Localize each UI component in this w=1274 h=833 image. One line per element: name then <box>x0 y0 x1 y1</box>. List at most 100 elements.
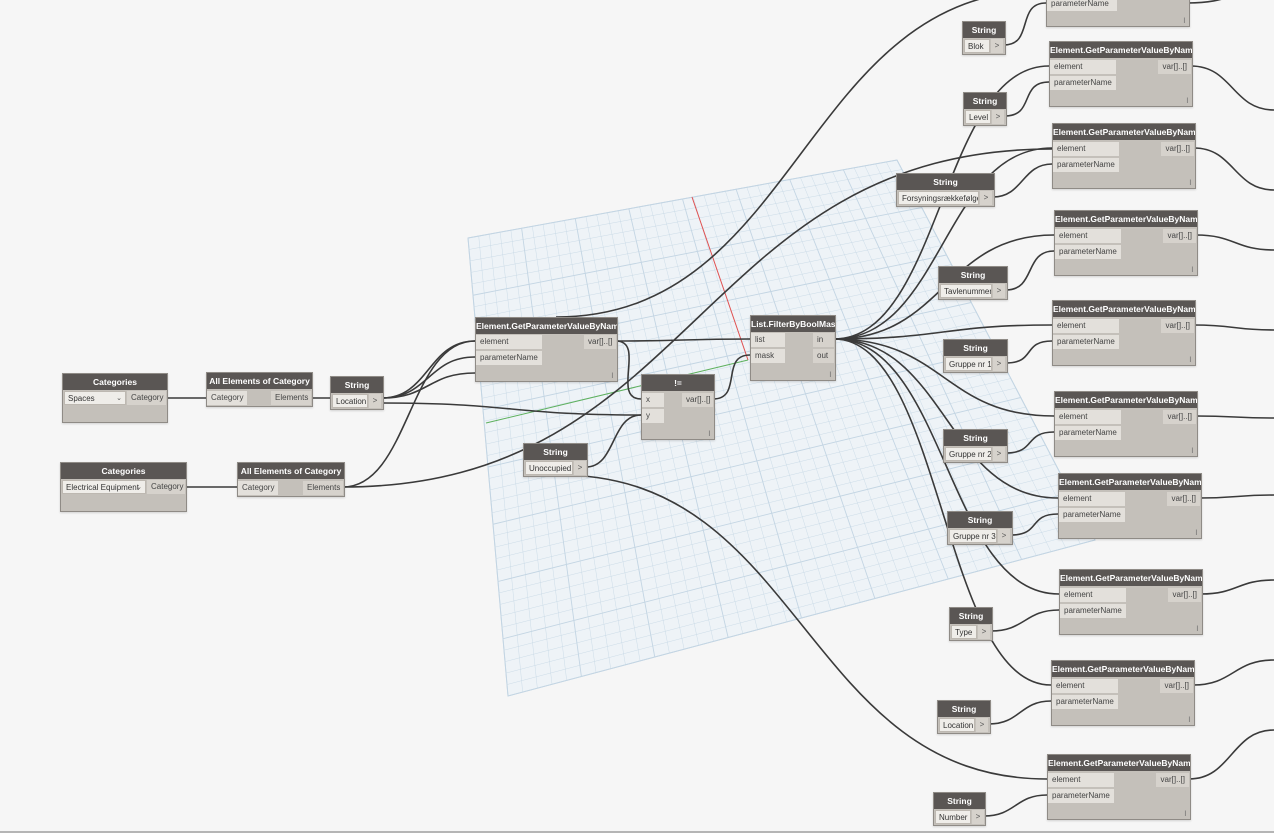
output-port-chevron[interactable]: > <box>993 447 1005 461</box>
string-node-location-right[interactable]: String Location > <box>937 700 991 734</box>
input-port-element[interactable]: element <box>1060 588 1126 602</box>
string-input[interactable]: Level <box>965 110 991 124</box>
string-node-location-left[interactable]: String Location > <box>330 376 384 410</box>
output-port-chevron[interactable]: > <box>992 110 1004 124</box>
output-port-chevron[interactable]: > <box>993 357 1005 371</box>
output-port-var[interactable]: var[]..[] <box>1161 319 1194 333</box>
get-parameter-node-main[interactable]: Element.GetParameterValueByName element … <box>475 317 618 382</box>
get-parameter-node-8[interactable]: Element.GetParameterValueByName element … <box>1051 660 1195 726</box>
not-equal-node[interactable]: != x y var[]..[] l <box>641 374 715 440</box>
wire <box>1193 324 1274 331</box>
string-node-gruppe-nr-3[interactable]: String Gruppe nr 3 > <box>947 511 1013 545</box>
output-port-category[interactable]: Category <box>127 391 166 405</box>
input-port-parametername[interactable]: parameterName <box>1052 695 1118 709</box>
output-port-var[interactable]: var[]..[] <box>1160 679 1193 693</box>
string-node-level[interactable]: String Level > <box>963 92 1007 126</box>
string-input[interactable]: Blok <box>964 39 990 53</box>
input-port-element[interactable]: element <box>1050 60 1116 74</box>
get-parameter-node-0[interactable]: parameterName l <box>1046 0 1190 27</box>
output-port-elements[interactable]: Elements <box>271 391 311 405</box>
string-input[interactable]: Gruppe nr 3 <box>949 529 997 543</box>
get-parameter-node-5[interactable]: Element.GetParameterValueByName element … <box>1054 391 1198 457</box>
string-node-gruppe-nr-2[interactable]: String Gruppe nr 2 > <box>943 429 1008 463</box>
all-elements-node-electrical[interactable]: All Elements of Category Category Elemen… <box>237 462 345 497</box>
input-port-list[interactable]: list <box>751 333 785 347</box>
input-port-parametername[interactable]: parameterName <box>1053 335 1119 349</box>
input-port-parametername[interactable]: parameterName <box>1047 0 1117 11</box>
output-port-var[interactable]: var[]..[] <box>1167 492 1200 506</box>
get-parameter-node-1[interactable]: Element.GetParameterValueByName element … <box>1049 41 1193 107</box>
input-port-parametername[interactable]: parameterName <box>1053 158 1119 172</box>
get-parameter-node-4[interactable]: Element.GetParameterValueByName element … <box>1052 300 1196 366</box>
filter-by-bool-mask-node[interactable]: List.FilterByBoolMask list mask in out l <box>750 315 836 381</box>
input-port-parametername[interactable]: parameterName <box>1059 508 1125 522</box>
string-input[interactable]: Gruppe nr 2 <box>945 447 992 461</box>
input-port-element[interactable]: element <box>1052 679 1118 693</box>
output-port-out[interactable]: out <box>813 349 834 363</box>
get-parameter-node-2[interactable]: Element.GetParameterValueByName element … <box>1052 123 1196 189</box>
get-parameter-node-9[interactable]: Element.GetParameterValueByName element … <box>1047 754 1191 820</box>
string-node-gruppe-nr-1[interactable]: String Gruppe nr 1 > <box>943 339 1008 373</box>
output-port-chevron[interactable]: > <box>991 39 1003 53</box>
input-port-parametername[interactable]: parameterName <box>476 351 542 365</box>
output-port-chevron[interactable]: > <box>978 625 990 639</box>
string-node-type[interactable]: String Type > <box>949 607 993 641</box>
input-port-x[interactable]: x <box>642 393 664 407</box>
input-port-category[interactable]: Category <box>207 391 247 405</box>
output-port-var[interactable]: var[]..[] <box>1161 142 1194 156</box>
input-port-category[interactable]: Category <box>238 481 278 495</box>
output-port-elements[interactable]: Elements <box>303 481 343 495</box>
output-port-var[interactable]: var[]..[] <box>1156 773 1189 787</box>
categories-node-electrical[interactable]: Categories Electrical Equipment ⌄ Catego… <box>60 462 187 512</box>
string-node-blok[interactable]: String Blok > <box>962 21 1006 55</box>
output-port-chevron[interactable]: > <box>369 394 381 408</box>
string-node-tavlenummer[interactable]: String Tavlenummer > <box>938 266 1008 300</box>
string-node-unoccupied[interactable]: String Unoccupied > <box>523 443 588 477</box>
output-port-var[interactable]: var[]..[] <box>584 335 616 349</box>
output-port-chevron[interactable]: > <box>980 191 992 205</box>
input-port-element[interactable]: element <box>1053 319 1119 333</box>
categories-node-spaces[interactable]: Categories Spaces ⌄ Category <box>62 373 168 423</box>
input-port-element[interactable]: element <box>1053 142 1119 156</box>
output-port-chevron[interactable]: > <box>998 529 1010 543</box>
string-input[interactable]: Location <box>939 718 975 732</box>
all-elements-node-spaces[interactable]: All Elements of Category Category Elemen… <box>206 372 313 407</box>
input-port-parametername[interactable]: parameterName <box>1048 789 1114 803</box>
output-port-var[interactable]: var[]..[] <box>1158 60 1191 74</box>
output-port-var[interactable]: var[]..[] <box>1163 410 1196 424</box>
input-port-parametername[interactable]: parameterName <box>1050 76 1116 90</box>
input-port-mask[interactable]: mask <box>751 349 785 363</box>
output-port-var[interactable]: var[]..[] <box>1168 588 1201 602</box>
input-port-element[interactable]: element <box>1048 773 1114 787</box>
output-port-chevron[interactable]: > <box>972 810 984 824</box>
input-port-parametername[interactable]: parameterName <box>1060 604 1126 618</box>
string-input[interactable]: Forsyningsrækkefølge <box>898 191 979 205</box>
input-port-element[interactable]: element <box>476 335 542 349</box>
output-port-in[interactable]: in <box>813 333 834 347</box>
string-input[interactable]: Type <box>951 625 977 639</box>
string-input[interactable]: Tavlenummer <box>940 284 992 298</box>
input-port-parametername[interactable]: parameterName <box>1055 245 1121 259</box>
string-input[interactable]: Unoccupied <box>525 461 573 475</box>
string-node-forsyningsraekkefolge[interactable]: String Forsyningsrækkefølge > <box>896 173 995 207</box>
get-parameter-node-3[interactable]: Element.GetParameterValueByName element … <box>1054 210 1198 276</box>
output-port-chevron[interactable]: > <box>574 461 586 475</box>
get-parameter-node-7[interactable]: Element.GetParameterValueByName element … <box>1059 569 1203 635</box>
string-node-number[interactable]: String Number > <box>933 792 986 826</box>
output-port-var[interactable]: var[]..[] <box>1163 229 1196 243</box>
get-parameter-node-6[interactable]: Element.GetParameterValueByName element … <box>1058 473 1202 539</box>
category-dropdown[interactable]: Electrical Equipment ⌄ <box>62 480 146 494</box>
input-port-element[interactable]: element <box>1059 492 1125 506</box>
input-port-parametername[interactable]: parameterName <box>1055 426 1121 440</box>
input-port-element[interactable]: element <box>1055 410 1121 424</box>
string-input[interactable]: Gruppe nr 1 <box>945 357 992 371</box>
string-input[interactable]: Number <box>935 810 971 824</box>
output-port-var[interactable]: var[]..[] <box>682 393 713 407</box>
input-port-element[interactable]: element <box>1055 229 1121 243</box>
category-dropdown[interactable]: Spaces ⌄ <box>64 391 126 405</box>
output-port-chevron[interactable]: > <box>993 284 1005 298</box>
output-port-category[interactable]: Category <box>147 480 185 494</box>
input-port-y[interactable]: y <box>642 409 664 423</box>
output-port-chevron[interactable]: > <box>976 718 988 732</box>
string-input[interactable]: Location <box>332 394 368 408</box>
